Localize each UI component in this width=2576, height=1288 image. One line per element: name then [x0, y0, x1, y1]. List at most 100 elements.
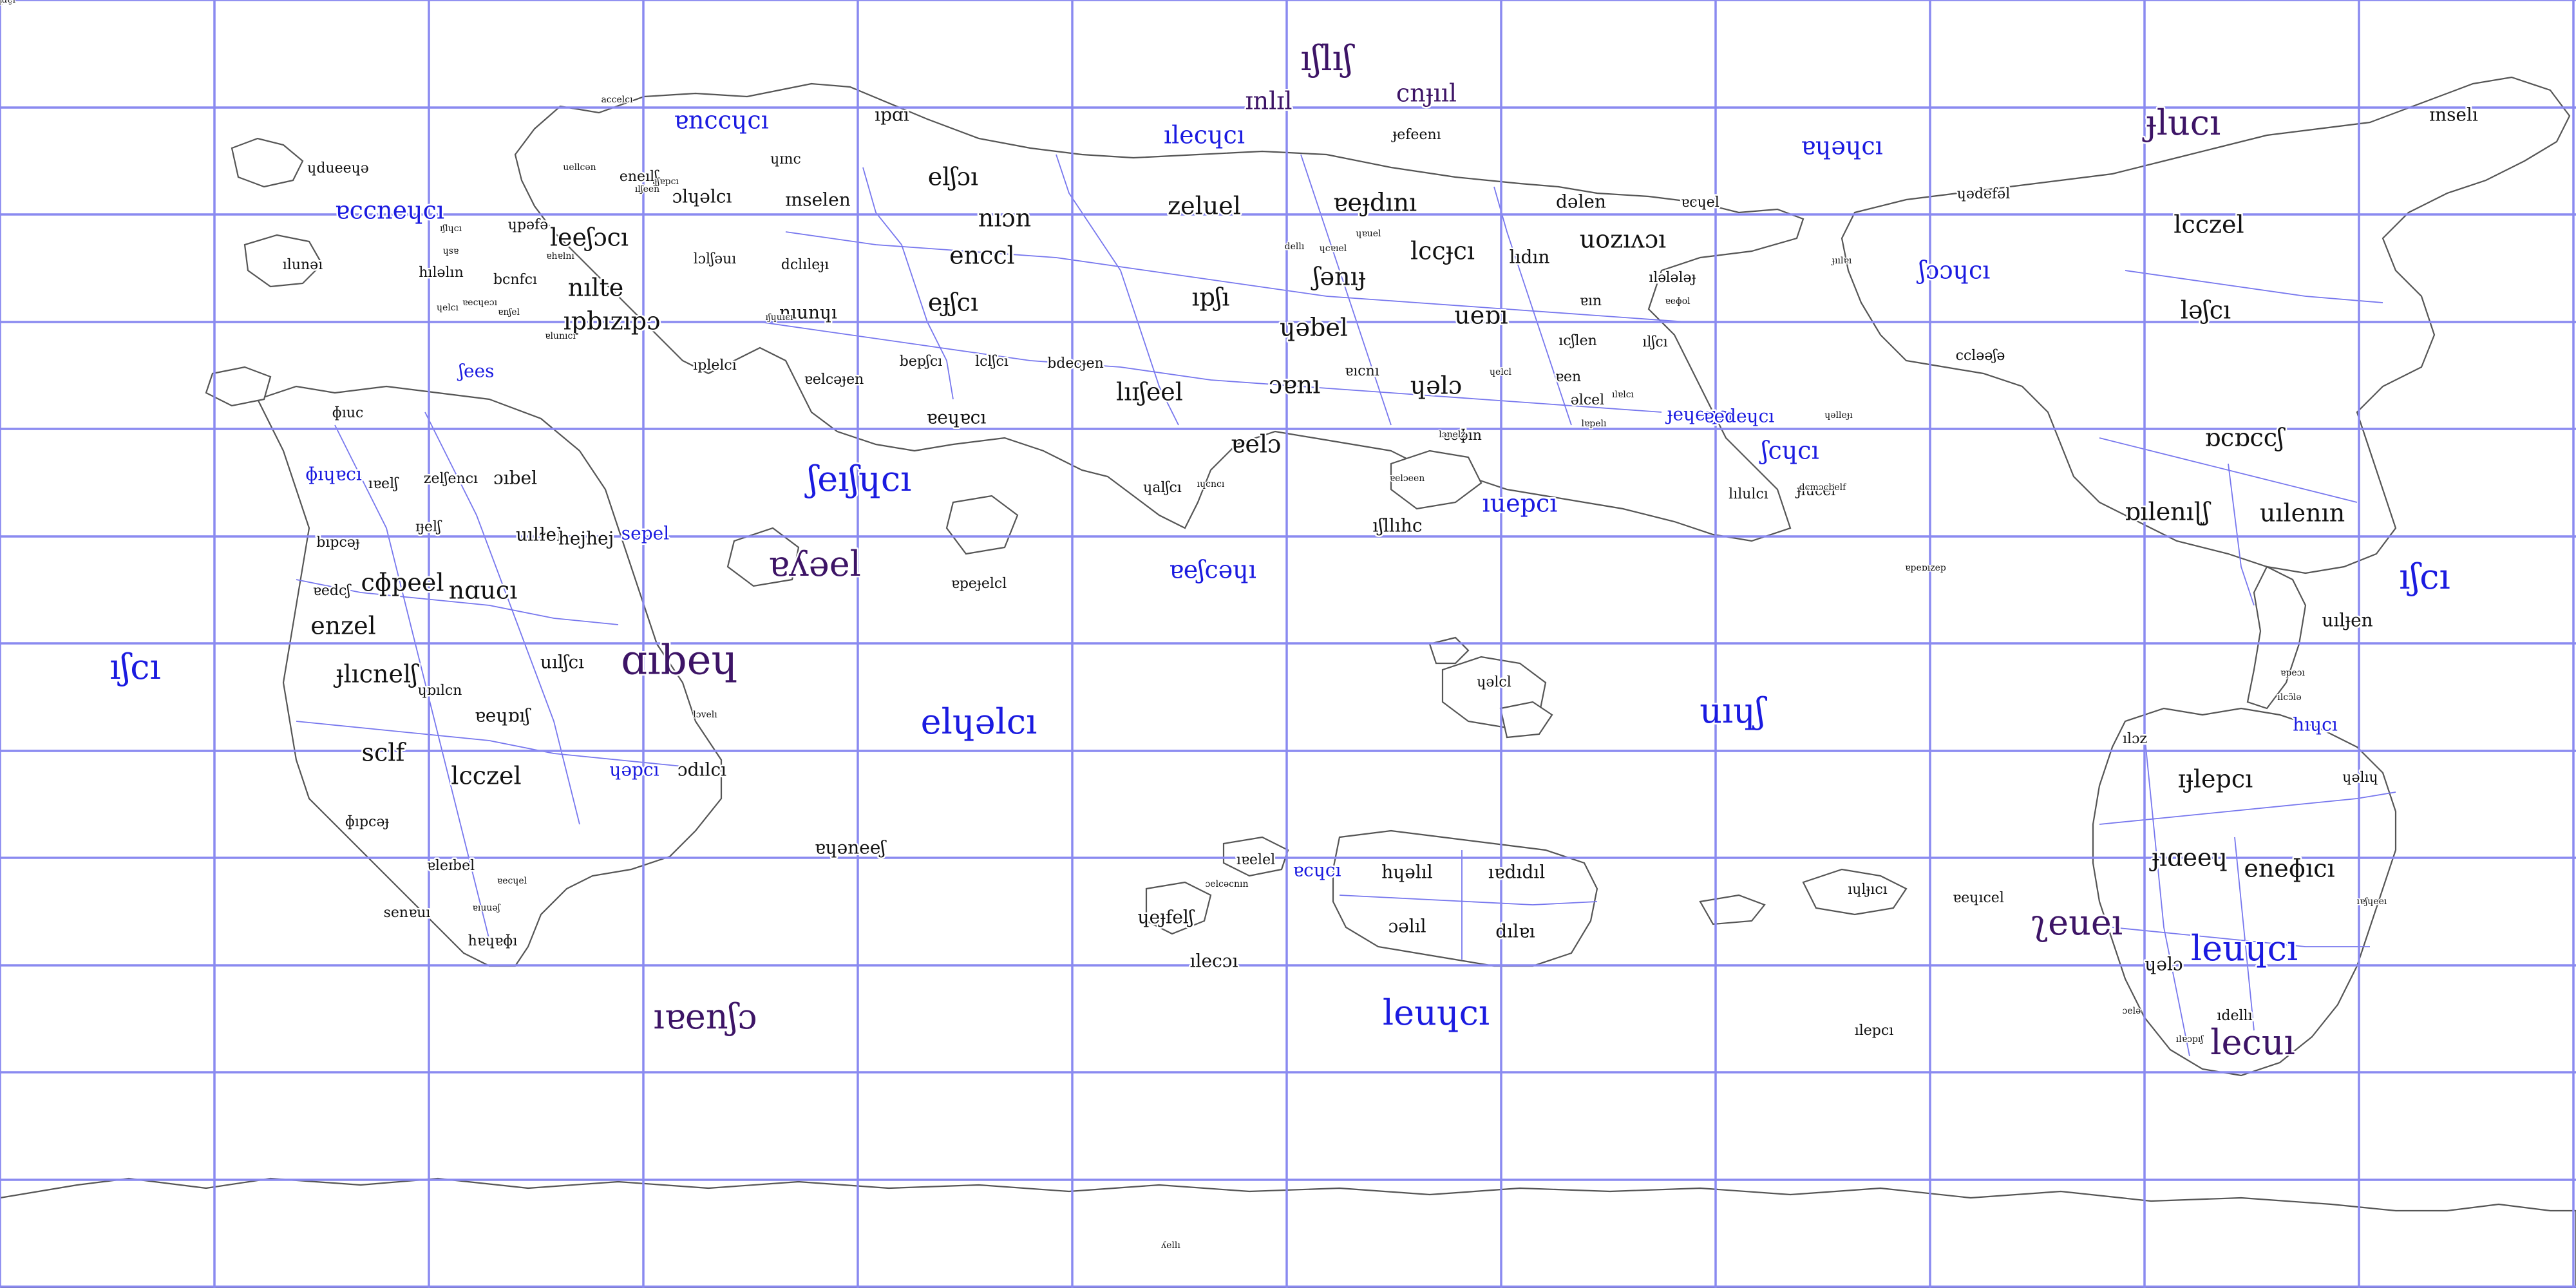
land-north-east: [1841, 76, 2571, 574]
border-ne-2: [2099, 437, 2358, 503]
label-uihs: uıɥʃ: [1700, 690, 1767, 731]
border-ne-1: [2125, 270, 2383, 303]
label-helcl: ɥəlcl: [1477, 674, 1511, 690]
label-ueai: ueɒı: [1454, 301, 1508, 330]
label-helci: ɥelcı: [437, 303, 459, 313]
label-aedcs: ɐedcʃ: [313, 583, 352, 599]
label-aechel: ɐecɥel: [497, 876, 527, 886]
label-ilecoi: ılecɔı: [1190, 951, 1238, 972]
label-zeluel: zeluel: [1168, 192, 1241, 220]
label-eneilj: eneılʃ: [620, 169, 659, 185]
land-east-isthmus: [2246, 565, 2307, 710]
land-island-east-1: [1802, 868, 1908, 916]
label-lidin: lıdın: [1510, 247, 1550, 268]
label-isllihc: ıʃllıhc: [1372, 515, 1422, 536]
label-hilelin: hıləlın: [419, 265, 464, 281]
label-lecui: lecuı: [2210, 1022, 2295, 1063]
label-iuepci: ıuepcı: [1482, 489, 1558, 518]
label-ihljici: ıɥlɟıcı: [1848, 882, 1888, 898]
label-lonelz: lɔnelz: [1439, 430, 1465, 440]
label-leuhci-west: leuɥcı: [2191, 928, 2298, 969]
label-aeloeen: ɐelɔeen: [1390, 473, 1425, 484]
label-isliu: ıʃlıʃ: [1300, 38, 1354, 79]
label-hcaiel: ɥcɐıel: [1320, 243, 1347, 254]
label-hepci: ɥəpcı: [609, 759, 659, 781]
land-island-central-2: [1332, 829, 1598, 967]
border-ne-3: [2228, 463, 2255, 606]
label-ahaheci: ɐɥəɥcı: [1801, 132, 1883, 160]
label-ayeel: ɐʎəel: [768, 544, 861, 584]
label-jlicnels: ɟlıcnelʃ: [334, 660, 420, 688]
label-iloz: ılɔz: [2123, 731, 2147, 747]
border-central-2: [1339, 895, 1598, 905]
label-delen: dəlen: [1556, 191, 1606, 213]
label-helcl-small: ɥelcl: [1490, 367, 1512, 377]
land-island-east-2: [1699, 894, 1766, 925]
label-nauci: nɑucı: [449, 576, 518, 605]
label-helo: ɥəlɔ: [1410, 372, 1462, 400]
land-south-polar: [0, 1177, 2576, 1288]
label-ahhuel: ɐɥɥuel: [0, 0, 16, 5]
label-acaccs: ɒcɒccʃ: [2205, 424, 2286, 452]
label-achel: ɐcɥel: [1681, 194, 1719, 211]
label-encchci: ɐnccɥcı: [674, 106, 769, 135]
label-delli: dellı: [1285, 242, 1305, 252]
label-helo-se: ɥəlɔ: [2145, 954, 2183, 975]
label-bcnfci: bcnfcı: [493, 272, 537, 288]
land-island-central-4: [1222, 836, 1289, 877]
label-accelci: accelcı: [601, 95, 633, 105]
label-ahalni: ɐhɐlnı: [546, 251, 574, 261]
land-layer: [0, 76, 2576, 1288]
label-bdecjen: bdecɟen: [1047, 355, 1104, 372]
label-aen: ɐen: [1555, 369, 1581, 385]
label-aejdini: ɐeɟdını: [1333, 189, 1417, 217]
label-sepel: sepel: [621, 523, 669, 544]
label-idelli: ıdellı: [2217, 1008, 2252, 1024]
border-west-3: [296, 579, 619, 625]
label-soohci: ʃɔɔɥcı: [1917, 256, 1991, 285]
label-aleibel: ɐleɪbel: [427, 858, 475, 874]
label-uilenin: uılenın: [2260, 499, 2345, 527]
land-island-central-3: [1145, 881, 1212, 935]
label-iohel: ıɔɥel: [0, 0, 12, 5]
label-islhci: ɪʃlɥcı: [440, 223, 462, 234]
label-jla: ɟlɐ: [0, 0, 6, 5]
label-oelcecnin: ɔelcəcnın: [1205, 879, 1248, 889]
label-dclileji: dclıleɟı: [781, 257, 829, 273]
label-ejsci: eɟʃcı: [928, 289, 978, 317]
label-apejelcl: ɐpeɟelcl: [951, 576, 1007, 592]
label-ipbizipo: ıpbızıpɔ: [564, 307, 661, 336]
label-elhelci: elɥəlcı: [921, 701, 1037, 742]
land-east-peninsula: [2092, 707, 2397, 1077]
label-enephici: eneɸıcı: [2244, 855, 2334, 883]
label-phihaci: ɸıɥɐcı: [305, 464, 362, 485]
label-icslen: ıcʃlen: [1558, 333, 1597, 349]
border-layer: [296, 154, 2396, 1057]
label-inlil: ɪnlɪl: [1245, 87, 1292, 115]
label-hejfels: ɥeɟfelʃ: [1138, 907, 1195, 928]
label-hhelil: hɥəlıl: [1381, 862, 1433, 883]
label-uiljen: uılɟen: [2322, 610, 2372, 631]
label-lesci: ləʃcı: [2181, 296, 2231, 325]
label-ilunei: ılunəı: [283, 257, 323, 273]
label-aehicel: ɐeɥıcel: [1953, 890, 2004, 906]
label-leuhci-east: leuɥcı: [1383, 992, 1490, 1033]
label-hpefe: ɥpəfə: [508, 217, 548, 233]
label-lclsci: lclʃcı: [975, 354, 1009, 370]
label-hinc: ɥɪnc: [770, 151, 801, 167]
label-isci-east: ıʃcı: [2399, 556, 2450, 597]
label-layer: ıʃlıʃ ɪnlɪl cnɟııl ɟlucı ɪnselı accelcı …: [0, 0, 2478, 1251]
label-leesoci: leeʃɔcı: [550, 223, 629, 252]
label-zelsenci: zelʃencı: [424, 471, 478, 487]
label-jiucel: ɟıucel: [1795, 483, 1836, 499]
border-se-3: [2234, 837, 2255, 1031]
label-jiilai: ɟıılɐı: [1831, 256, 1852, 266]
land-island-mid-5: [1499, 701, 1553, 739]
label-oele: ɔelə: [2123, 1006, 2141, 1016]
land-island-mid-1: [1390, 450, 1482, 510]
label-alunici: ɐlunıcı: [545, 331, 576, 341]
label-ishuici: ıʃɥuıcı: [765, 312, 793, 323]
